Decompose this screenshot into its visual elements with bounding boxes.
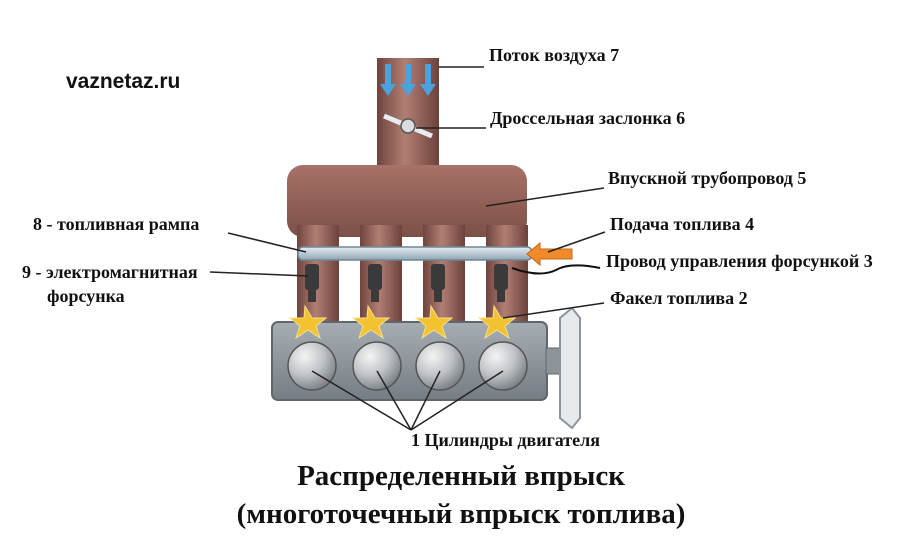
- airflow-arrows: [380, 64, 436, 96]
- leader-lines: [209, 66, 606, 431]
- injector-wire: [511, 264, 601, 275]
- fuel-spray-flames: [288, 304, 517, 340]
- fuel-rail: [297, 246, 533, 261]
- label-fuel-supply: Подача топлива 4: [610, 214, 755, 234]
- fuel-supply-arrow: [526, 241, 573, 267]
- title-line2: (многоточечный впрыск топлива): [236, 498, 686, 530]
- pulley: [559, 306, 581, 430]
- label-spray: Факел топлива 2: [610, 288, 748, 308]
- throttle-shaft: [400, 118, 416, 134]
- label-throttle: Дроссельная заслонка 6: [490, 108, 686, 128]
- label-cylinders: 1 Цилиндры двигателя: [411, 430, 600, 450]
- intake-manifold: [287, 165, 527, 237]
- title-line1: Распределенный впрыск: [297, 460, 625, 492]
- label-injector-wire: Провод управления форсункой 3: [606, 251, 873, 271]
- label-manifold: Впускной трубопровод 5: [608, 168, 807, 188]
- crankshaft-nose: [545, 347, 561, 375]
- label-injector-line1: 9 - электромагнитная: [22, 262, 198, 282]
- site-watermark: vaznetaz.ru: [66, 70, 181, 93]
- label-airflow: Поток воздуха 7: [489, 45, 620, 65]
- injectors: [305, 264, 508, 302]
- label-injector-line2: форсунка: [47, 286, 125, 306]
- label-fuel-rail: 8 - топливная рампа: [33, 214, 200, 234]
